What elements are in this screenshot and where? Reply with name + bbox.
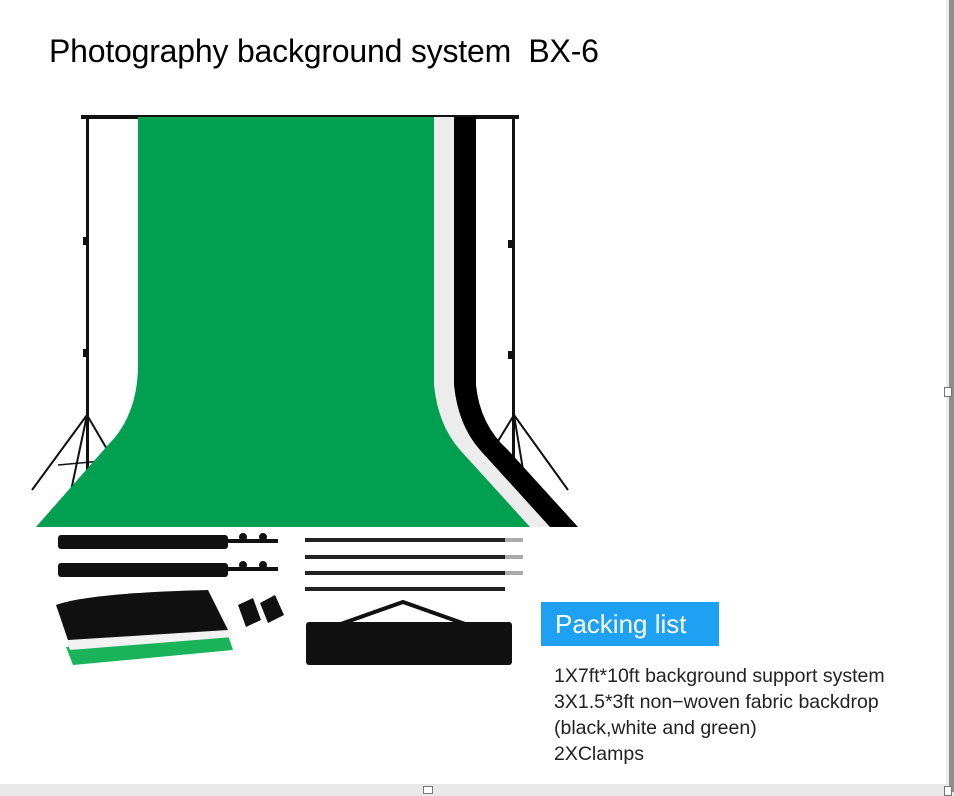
- packing-item: 3X1.5*3ft non−woven fabric backdrop: [554, 691, 879, 713]
- product-photo: [31, 115, 578, 665]
- document-page: Photography background system BX-6: [0, 0, 946, 784]
- resize-handle-bottom[interactable]: [423, 786, 433, 794]
- resize-handle-right[interactable]: [944, 387, 952, 397]
- packing-item: (black,white and green): [554, 717, 757, 739]
- page-title: Photography background system BX-6: [49, 33, 599, 69]
- packing-list: 1X7ft*10ft background support system 3X1…: [554, 663, 885, 767]
- packing-item: 2XClamps: [554, 743, 644, 765]
- packing-item: 1X7ft*10ft background support system: [554, 665, 885, 687]
- resize-handle-corner[interactable]: [944, 786, 952, 796]
- packing-list-heading: Packing list: [541, 602, 719, 646]
